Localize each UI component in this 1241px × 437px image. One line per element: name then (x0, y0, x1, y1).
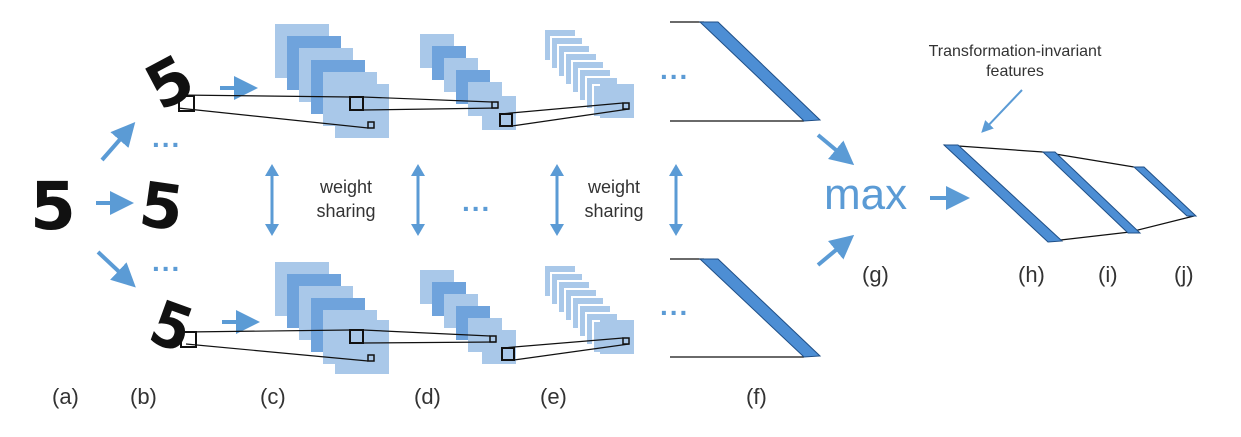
arrow-to-max-bottom (816, 234, 855, 267)
feature-maps-d-bottom (420, 270, 516, 364)
label-f: (f) (746, 384, 767, 409)
ellipsis-top-row: ... (660, 54, 690, 85)
arrow-to-max-top (816, 133, 855, 166)
ellipsis-middle: ... (462, 186, 492, 217)
ellipsis-bottom-row: ... (660, 290, 690, 321)
fc-layer-top (670, 21, 822, 122)
receptive-field-lines-bottom (185, 329, 630, 362)
weight-sharing-arrows (265, 164, 683, 236)
label-e: (e) (540, 384, 567, 409)
label-c: (c) (260, 384, 286, 409)
label-b: (b) (130, 384, 157, 409)
invariant-features (942, 144, 1198, 243)
label-a: (a) (52, 384, 79, 409)
input-digit-a: 5 (30, 168, 76, 245)
label-d: (d) (414, 384, 441, 409)
label-g: (g) (862, 262, 889, 287)
patch-b-bottom (180, 331, 197, 348)
label-i: (i) (1098, 262, 1118, 287)
feature-maps-e-bottom (545, 266, 634, 354)
max-pool-label: max (824, 170, 908, 219)
weight-sharing-label-1: weight sharing (316, 177, 376, 221)
arrow-a-to-b-top (100, 121, 136, 162)
weight-sharing-label-2: weight sharing (584, 177, 644, 221)
ellipsis-b-bottom: ... (152, 246, 182, 277)
fc-layer-bottom (670, 258, 822, 358)
receptive-field-lines-top (177, 94, 630, 129)
label-j: (j) (1174, 262, 1194, 287)
feature-maps-d-top (420, 34, 516, 130)
feature-maps-e-top (545, 30, 634, 118)
arrow-a-to-b-bottom (96, 250, 136, 288)
annotation-arrow (981, 89, 1023, 133)
transformation-invariant-annotation: Transformation-invariant features (928, 43, 1102, 80)
label-h: (h) (1018, 262, 1045, 287)
patch-b-top (178, 95, 195, 112)
ellipsis-b-top: ... (152, 122, 182, 153)
feature-maps-c-top (275, 24, 389, 138)
